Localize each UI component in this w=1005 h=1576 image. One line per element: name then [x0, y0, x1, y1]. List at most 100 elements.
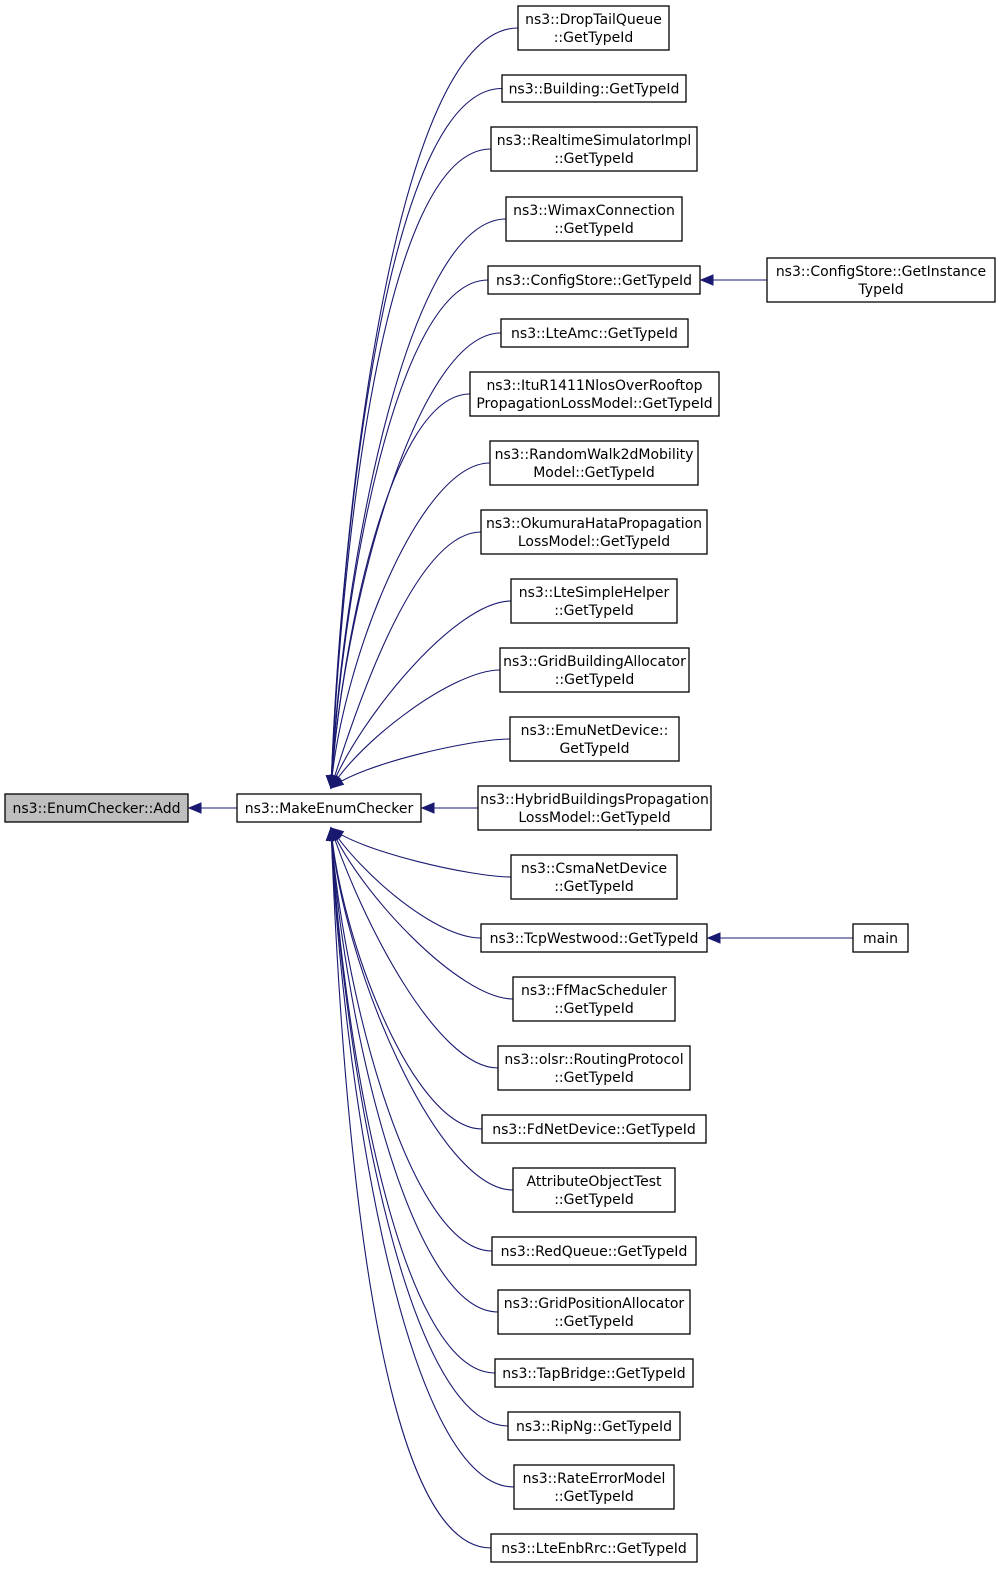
edge-realtime-simulator-impl-to-make-enum-checker	[325, 148, 492, 790]
node-attribute-object-test[interactable]: AttributeObjectTest::GetTypeId	[512, 1167, 676, 1213]
node-building[interactable]: ns3::Building::GetTypeId	[501, 74, 687, 103]
edge-hybrid-buildings-to-make-enum-checker	[420, 802, 478, 814]
node-label: ns3::LteAmc::GetTypeId	[511, 326, 678, 342]
edge-grid-building-allocator-to-make-enum-checker	[330, 669, 501, 790]
node-label: ns3::TcpWestwood::GetTypeId	[490, 931, 699, 947]
edge-ff-mac-scheduler-to-make-enum-checker	[330, 826, 514, 1000]
node-enum-checker-add[interactable]: ns3::EnumChecker::Add	[4, 793, 189, 823]
edge-fd-net-device-to-make-enum-checker	[326, 826, 483, 1130]
node-label: ns3::LteSimpleHelper	[519, 585, 670, 601]
node-box	[510, 578, 678, 624]
node-label: ::GetTypeId	[554, 603, 634, 619]
node-label: ::GetTypeId	[555, 672, 635, 688]
node-box	[487, 265, 701, 295]
node-config-store[interactable]: ns3::ConfigStore::GetTypeId	[487, 265, 701, 295]
node-box	[513, 1464, 675, 1510]
node-label: ::GetTypeId	[554, 1314, 634, 1330]
edge-lte-enb-rrc-to-make-enum-checker	[325, 826, 492, 1549]
edge-emu-net-device-to-make-enum-checker	[329, 738, 511, 789]
node-lte-amc[interactable]: ns3::LteAmc::GetTypeId	[500, 318, 689, 348]
node-realtime-simulator-impl[interactable]: ns3::RealtimeSimulatorImpl::GetTypeId	[490, 126, 698, 172]
node-random-walk-2d[interactable]: ns3::RandomWalk2dMobilityModel::GetTypeI…	[489, 440, 699, 486]
edge-itu-r1411-to-make-enum-checker	[326, 393, 471, 790]
node-label: GetTypeId	[559, 741, 629, 757]
edge-config-store-instance-to-config-store	[699, 274, 767, 286]
node-label: ns3::RateErrorModel	[523, 1471, 666, 1487]
node-box	[497, 1289, 691, 1335]
node-label: AttributeObjectTest	[527, 1174, 662, 1190]
node-box	[510, 854, 678, 900]
node-label: ::GetTypeId	[554, 1001, 634, 1017]
node-label: ns3::DropTailQueue	[525, 12, 662, 28]
node-box	[469, 371, 720, 417]
node-red-queue[interactable]: ns3::RedQueue::GetTypeId	[491, 1236, 697, 1266]
node-label: PropagationLossModel::GetTypeId	[476, 396, 712, 412]
node-drop-tail-queue[interactable]: ns3::DropTailQueue::GetTypeId	[517, 5, 670, 51]
edge-tap-bridge-to-make-enum-checker	[325, 826, 496, 1374]
edge-lte-simple-helper-to-make-enum-checker	[330, 600, 512, 790]
node-label: ns3::ItuR1411NlosOverRooftop	[486, 378, 702, 394]
node-grid-position-allocator[interactable]: ns3::GridPositionAllocator::GetTypeId	[497, 1289, 691, 1335]
node-label: ns3::olsr::RoutingProtocol	[504, 1052, 683, 1068]
node-label: ::GetTypeId	[554, 1070, 634, 1086]
node-label: ns3::MakeEnumChecker	[245, 801, 414, 817]
node-lte-enb-rrc[interactable]: ns3::LteEnbRrc::GetTypeId	[490, 1533, 698, 1563]
node-box	[500, 318, 689, 348]
node-label: ns3::LteEnbRrc::GetTypeId	[501, 1541, 686, 1557]
node-label: LossModel::GetTypeId	[518, 810, 670, 826]
node-olsr-routing-protocol[interactable]: ns3::olsr::RoutingProtocol::GetTypeId	[497, 1045, 691, 1091]
node-wimax-connection[interactable]: ns3::WimaxConnection::GetTypeId	[505, 196, 683, 242]
node-box	[489, 440, 699, 486]
node-tcp-westwood[interactable]: ns3::TcpWestwood::GetTypeId	[480, 923, 708, 953]
node-box	[507, 1411, 681, 1441]
node-label: ns3::RedQueue::GetTypeId	[501, 1244, 688, 1260]
node-box	[490, 1533, 698, 1563]
node-box	[512, 1167, 676, 1213]
node-make-enum-checker[interactable]: ns3::MakeEnumChecker	[236, 793, 422, 823]
node-rip-ng[interactable]: ns3::RipNg::GetTypeId	[507, 1411, 681, 1441]
node-label: ::GetTypeId	[554, 1192, 634, 1208]
node-label: ns3::GridPositionAllocator	[504, 1296, 685, 1312]
node-label: ::GetTypeId	[554, 221, 634, 237]
node-itu-r1411[interactable]: ns3::ItuR1411NlosOverRooftopPropagationL…	[469, 371, 720, 417]
node-label: Model::GetTypeId	[533, 465, 655, 481]
node-box	[501, 74, 687, 103]
node-lte-simple-helper[interactable]: ns3::LteSimpleHelper::GetTypeId	[510, 578, 678, 624]
node-box	[497, 1045, 691, 1091]
node-box	[490, 126, 698, 172]
node-label: ns3::ConfigStore::GetInstance	[776, 264, 986, 280]
node-label: ns3::ConfigStore::GetTypeId	[496, 273, 692, 289]
node-tap-bridge[interactable]: ns3::TapBridge::GetTypeId	[494, 1358, 694, 1388]
node-label: ns3::RealtimeSimulatorImpl	[497, 133, 691, 149]
node-label: ns3::HybridBuildingsPropagation	[480, 792, 709, 808]
node-label: ns3::CsmaNetDevice	[521, 861, 667, 877]
node-box	[852, 923, 909, 953]
edge-layer	[187, 27, 853, 1549]
node-emu-net-device[interactable]: ns3::EmuNetDevice::GetTypeId	[509, 716, 680, 762]
node-box	[477, 785, 712, 831]
node-hybrid-buildings[interactable]: ns3::HybridBuildingsPropagationLossModel…	[477, 785, 712, 831]
node-label: ::GetTypeId	[554, 30, 634, 46]
node-csma-net-device[interactable]: ns3::CsmaNetDevice::GetTypeId	[510, 854, 678, 900]
node-box	[509, 716, 680, 762]
node-label: ns3::EmuNetDevice::	[521, 723, 669, 739]
node-label: ns3::FdNetDevice::GetTypeId	[492, 1122, 695, 1138]
node-label: ::GetTypeId	[554, 151, 634, 167]
node-layer: ns3::EnumChecker::Add ns3::MakeEnumChecke…	[4, 5, 996, 1563]
node-label: TypeId	[857, 282, 903, 298]
node-ff-mac-scheduler[interactable]: ns3::FfMacScheduler::GetTypeId	[512, 976, 676, 1022]
node-box	[491, 1236, 697, 1266]
node-grid-building-allocator[interactable]: ns3::GridBuildingAllocator::GetTypeId	[499, 647, 690, 693]
node-label: ns3::OkumuraHataPropagation	[486, 516, 702, 532]
node-label: ns3::RipNg::GetTypeId	[516, 1419, 672, 1435]
node-main[interactable]: main	[852, 923, 909, 953]
edge-csma-net-device-to-make-enum-checker	[329, 827, 512, 878]
node-fd-net-device[interactable]: ns3::FdNetDevice::GetTypeId	[481, 1114, 707, 1144]
node-rate-error-model[interactable]: ns3::RateErrorModel::GetTypeId	[513, 1464, 675, 1510]
node-okumura-hata[interactable]: ns3::OkumuraHataPropagationLossModel::Ge…	[480, 509, 708, 555]
node-label: ns3::RandomWalk2dMobility	[495, 447, 694, 463]
node-box	[481, 1114, 707, 1144]
node-box	[480, 509, 708, 555]
